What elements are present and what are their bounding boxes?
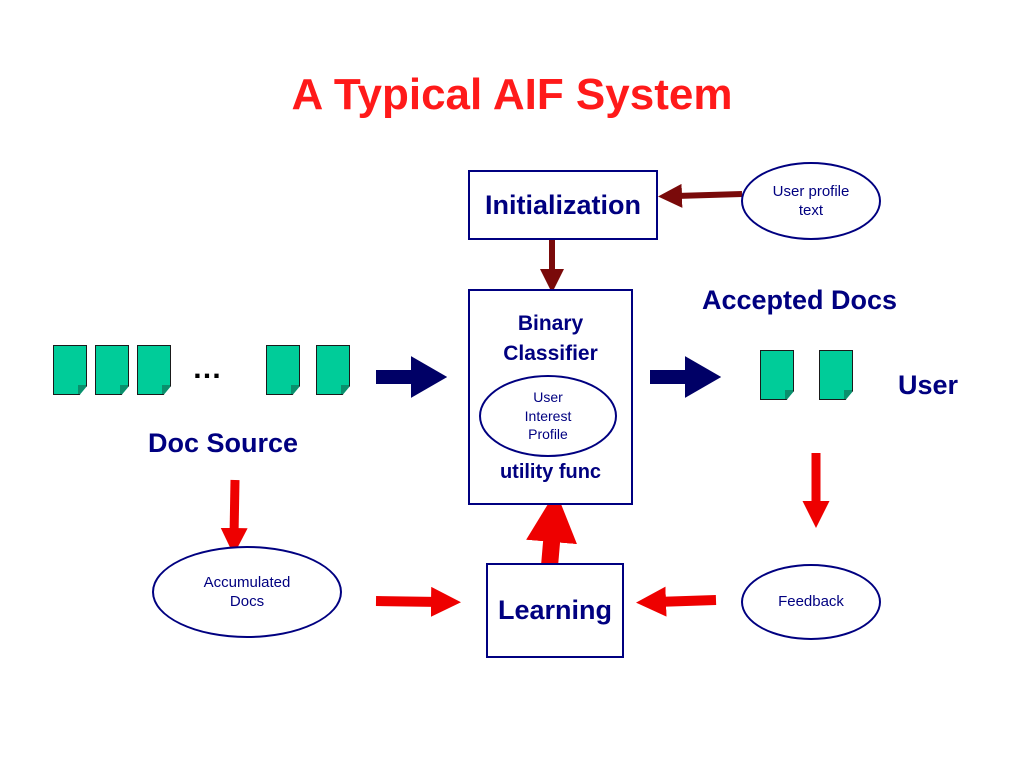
user-interest-profile-line-1: User (533, 388, 563, 405)
accumulated-docs-line-1: Accumulated (203, 573, 291, 591)
user-profile-text-line-2: text (798, 202, 824, 219)
accepted-document-icon (760, 350, 794, 400)
user-label: User (898, 370, 959, 400)
learning-label: Learning (497, 595, 612, 625)
arrow-feedback-to-learning (636, 586, 717, 617)
doc-source-document-icon (95, 345, 129, 395)
accepted-document-icon (819, 350, 853, 400)
feedback-label: Feedback (778, 593, 844, 611)
arrow-source-to-accumulated (220, 479, 248, 555)
doc-source-ellipsis: … (192, 352, 222, 385)
page-title: A Typical AIF System (291, 70, 733, 119)
doc-source-document-icon (266, 345, 300, 395)
initialization-box: Initialization (468, 170, 658, 240)
utility-func-label: utility func (499, 461, 602, 483)
binary-classifier-line-1: Binary (517, 312, 584, 335)
user-interest-profile-ellipse: User Interest Profile (479, 375, 617, 457)
user-profile-text-ellipse: User profile text (741, 162, 881, 240)
accumulated-docs-ellipse: Accumulated Docs (152, 546, 342, 638)
accepted-docs-label: Accepted Docs (702, 285, 898, 315)
user-profile-text-line-1: User profile (772, 182, 850, 200)
doc-source-label: Doc Source (148, 428, 299, 458)
binary-classifier-label: Binary Classifier (470, 309, 631, 369)
initialization-label: Initialization (484, 189, 641, 220)
doc-source-document-icon (316, 345, 350, 395)
doc-source-document-icon (137, 345, 171, 395)
accumulated-docs-line-2: Docs (229, 593, 265, 610)
feedback-ellipse: Feedback (741, 564, 881, 640)
binary-classifier-line-2: Classifier (503, 342, 598, 365)
user-interest-profile-line-3: Profile (528, 426, 568, 443)
arrow-accumulated-to-learning (375, 586, 461, 617)
arrow-profile-to-init (658, 183, 743, 208)
binary-classifier-box: Binary Classifier User Interest Profile … (468, 289, 633, 505)
doc-source-document-icon (53, 345, 87, 395)
user-interest-profile-line-2: Interest (524, 407, 572, 424)
learning-box: Learning (486, 563, 624, 658)
